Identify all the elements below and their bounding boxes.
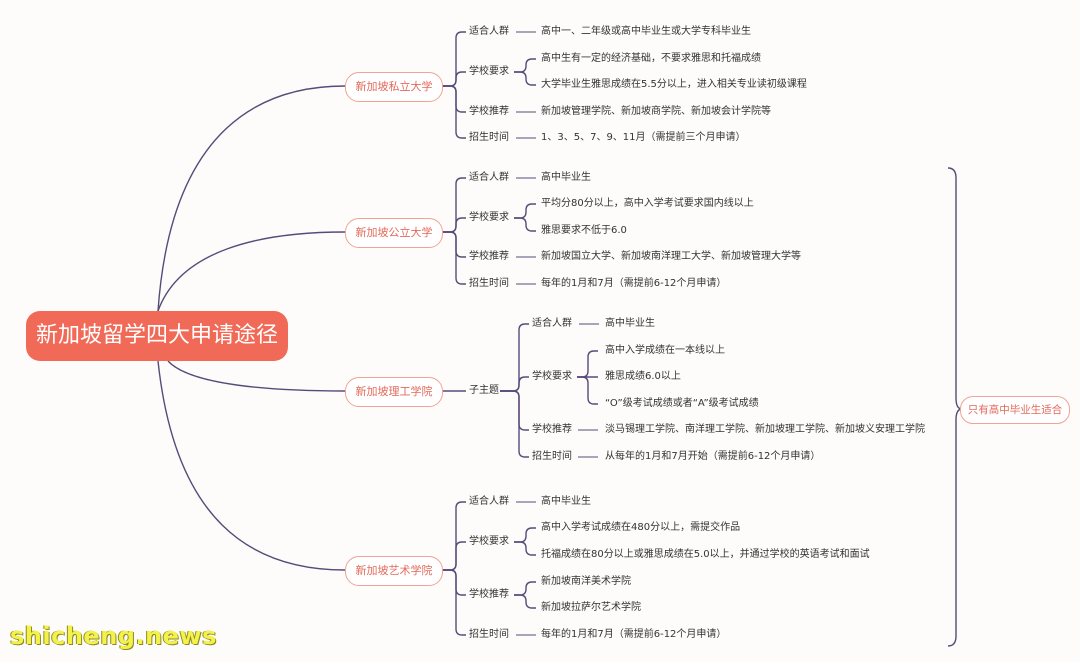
bracket-public-req bbox=[514, 217, 536, 232]
bracket-art bbox=[441, 569, 466, 596]
watermark: shicheng.news bbox=[10, 622, 217, 650]
value-requirement: 高中生有一定的经济基础，不要求雅思和托福成绩 bbox=[541, 53, 761, 64]
value-enrollment-time: 1、3、5、7、9、11月（需提前三个月申请） bbox=[541, 132, 746, 143]
value-recommended: 新加坡南洋美术学院 bbox=[541, 576, 631, 587]
bracket-art-req bbox=[514, 527, 536, 543]
label-enrollment-time: 招生时间 bbox=[469, 132, 509, 143]
value-enrollment-time: 每年的1月和7月（需提前6-12个月申请） bbox=[541, 629, 727, 640]
bracket-art bbox=[441, 501, 466, 571]
bracket-private bbox=[441, 85, 466, 139]
branch-public-university[interactable]: 新加坡公立大学 bbox=[345, 218, 443, 248]
subtopic-label: 子主题 bbox=[469, 385, 499, 396]
bracket-private-req bbox=[514, 58, 536, 73]
label-requirements: 学校要求 bbox=[469, 212, 509, 223]
value-recommended: 新加坡国立大学、新加坡南洋理工大学、新加坡管理大学等 bbox=[541, 251, 801, 262]
label-requirements: 学校要求 bbox=[532, 371, 572, 382]
label-requirements: 学校要求 bbox=[469, 66, 509, 77]
value-enrollment-time: 每年的1月和7月（需提前6-12个月申请） bbox=[541, 278, 727, 289]
value-requirement: 平均分80分以上，高中入学考试要求国内线以上 bbox=[541, 198, 754, 209]
value-audience: 高中毕业生 bbox=[605, 318, 655, 329]
value-requirement: “O”级考试成绩或者“A”级考试成绩 bbox=[605, 398, 759, 409]
bracket-public bbox=[441, 231, 466, 285]
bracket-public bbox=[441, 231, 466, 258]
bracket-public bbox=[441, 217, 466, 233]
bracket-polytechnic-subtopic bbox=[500, 390, 529, 431]
label-recommended: 学校推荐 bbox=[469, 589, 509, 600]
value-audience: 高中一、二年级或高中毕业生或大学专科毕业生 bbox=[541, 26, 751, 37]
value-audience: 高中毕业生 bbox=[541, 496, 591, 507]
bracket-art bbox=[441, 569, 466, 636]
branch-private-university[interactable]: 新加坡私立大学 bbox=[345, 72, 443, 102]
bracket-art-rec bbox=[514, 594, 536, 609]
bracket-private bbox=[441, 71, 466, 87]
label-audience: 适合人群 bbox=[469, 172, 509, 183]
value-enrollment-time: 从每年的1月和7月开始（需提前6-12个月申请） bbox=[605, 451, 821, 462]
label-audience: 适合人群 bbox=[469, 496, 509, 507]
value-recommended: 新加坡拉萨尔艺术学院 bbox=[541, 602, 641, 613]
value-requirement: 雅思成绩6.0以上 bbox=[605, 371, 681, 382]
label-recommended: 学校推荐 bbox=[469, 251, 509, 262]
note-high-school-only[interactable]: 只有高中毕业生适合 bbox=[960, 396, 1070, 424]
bracket-art bbox=[441, 541, 466, 571]
bracket-poly-req bbox=[577, 376, 598, 405]
value-recommended: 淡马锡理工学院、南洋理工学院、新加坡理工学院、新加坡义安理工学院 bbox=[605, 424, 925, 435]
value-requirement: 雅思要求不低于6.0 bbox=[541, 225, 627, 236]
value-requirement: 大学毕业生雅思成绩在5.5分以上，进入相关专业读初级课程 bbox=[541, 79, 807, 90]
value-audience: 高中毕业生 bbox=[541, 172, 591, 183]
bracket-art-rec bbox=[514, 581, 536, 596]
label-audience: 适合人群 bbox=[532, 318, 572, 329]
connector-root-private bbox=[157, 85, 346, 312]
bracket-polytechnic-subtopic bbox=[500, 323, 529, 392]
label-recommended: 学校推荐 bbox=[469, 106, 509, 117]
connector-root-public bbox=[157, 231, 346, 312]
value-requirement: 高中入学成绩在一本线以上 bbox=[605, 345, 725, 356]
connector-root-art bbox=[157, 360, 346, 571]
value-recommended: 新加坡管理学院、新加坡商学院、新加坡会计学院等 bbox=[541, 106, 771, 117]
label-enrollment-time: 招生时间 bbox=[532, 451, 572, 462]
connector-root-polytechnic bbox=[167, 360, 346, 392]
label-enrollment-time: 招生时间 bbox=[469, 278, 509, 289]
value-requirement: 高中入学考试成绩在480分以上，需提交作品 bbox=[541, 522, 741, 533]
bracket-public bbox=[441, 177, 466, 233]
bracket-polytechnic-subtopic bbox=[500, 390, 529, 458]
branch-art-college[interactable]: 新加坡艺术学院 bbox=[345, 556, 443, 586]
label-audience: 适合人群 bbox=[469, 26, 509, 37]
bracket-private-req bbox=[514, 71, 536, 86]
bracket-public-req bbox=[514, 203, 536, 219]
bracket-polytechnic-subtopic bbox=[500, 376, 529, 392]
bracket-poly-req bbox=[577, 350, 598, 378]
value-requirement: 托福成绩在80分以上或雅思成绩在5.0以上，并通过学校的英语考试和面试 bbox=[541, 549, 870, 560]
branch-polytechnic[interactable]: 新加坡理工学院 bbox=[345, 377, 443, 407]
root-topic[interactable]: 新加坡留学四大申请途径 bbox=[26, 311, 288, 361]
bracket-private bbox=[441, 31, 466, 87]
bracket-art-req bbox=[514, 541, 536, 556]
label-requirements: 学校要求 bbox=[469, 536, 509, 547]
bracket-private bbox=[441, 85, 466, 113]
label-enrollment-time: 招生时间 bbox=[469, 629, 509, 640]
label-recommended: 学校推荐 bbox=[532, 424, 572, 435]
